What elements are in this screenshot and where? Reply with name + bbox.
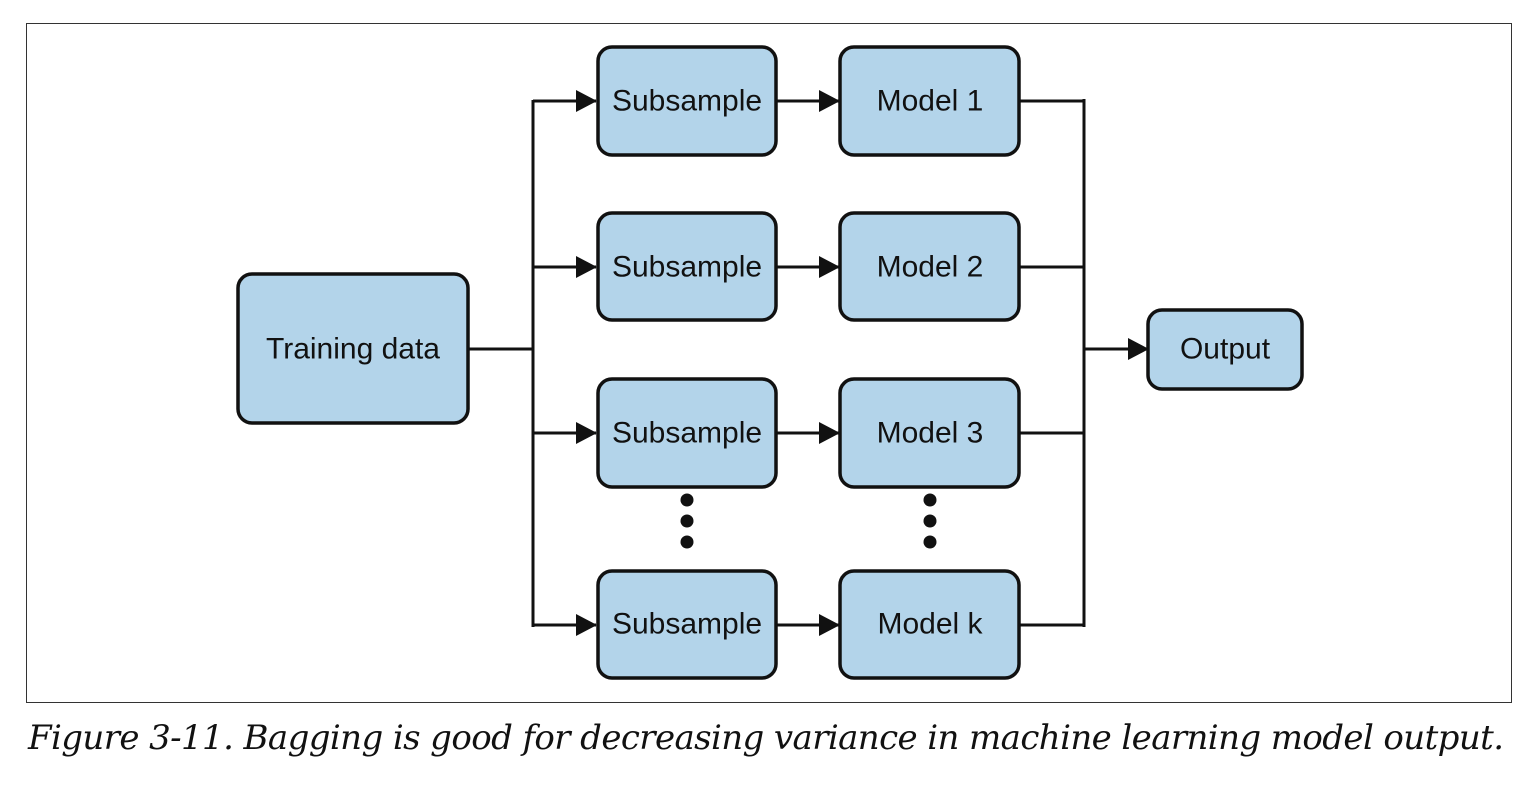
ellipsis-subsample	[680, 493, 694, 549]
node-model-2: Model 2	[838, 211, 1021, 322]
node-label-model-3: Model 3	[877, 417, 984, 450]
arrowhead-model-k	[819, 614, 840, 636]
node-output: Output	[1146, 308, 1304, 391]
arrowhead-subsample-1	[576, 90, 597, 112]
node-model-3: Model 3	[838, 377, 1021, 489]
node-label-model-2: Model 2	[877, 251, 984, 284]
node-label-subsample-1: Subsample	[612, 85, 762, 118]
arrowhead-subsample-3	[576, 422, 597, 444]
node-subsample-1: Subsample	[596, 45, 778, 157]
arrowhead-subsample-2	[576, 256, 597, 278]
dot	[680, 514, 694, 528]
arrowhead-model-3	[819, 422, 840, 444]
ellipsis-model	[923, 493, 937, 549]
dot	[923, 535, 937, 549]
arrowhead-subsample-k	[576, 614, 597, 636]
node-subsample-k: Subsample	[596, 569, 778, 680]
node-label-training-data: Training data	[266, 333, 440, 366]
edges	[468, 99, 1148, 627]
node-training-data: Training data	[236, 272, 470, 425]
nodes: Training data Subsample Subsample Subsam…	[236, 45, 1304, 680]
node-model-k: Model k	[838, 569, 1021, 680]
dot	[680, 535, 694, 549]
arrowhead-output	[1128, 338, 1149, 360]
node-label-model-1: Model 1	[877, 85, 984, 118]
dot	[923, 493, 937, 507]
node-label-model-k: Model k	[877, 608, 983, 641]
node-label-subsample-3: Subsample	[612, 417, 762, 450]
node-label-output: Output	[1180, 333, 1271, 366]
node-subsample-3: Subsample	[596, 377, 778, 489]
figure-caption: Figure 3-11. Bagging is good for decreas…	[28, 718, 1504, 758]
arrowheads	[576, 90, 1149, 636]
node-label-subsample-k: Subsample	[612, 608, 762, 641]
node-label-subsample-2: Subsample	[612, 251, 762, 284]
dot	[680, 493, 694, 507]
node-model-1: Model 1	[838, 45, 1021, 157]
node-subsample-2: Subsample	[596, 211, 778, 322]
dot	[923, 514, 937, 528]
arrowhead-model-1	[819, 90, 840, 112]
arrowhead-model-2	[819, 256, 840, 278]
